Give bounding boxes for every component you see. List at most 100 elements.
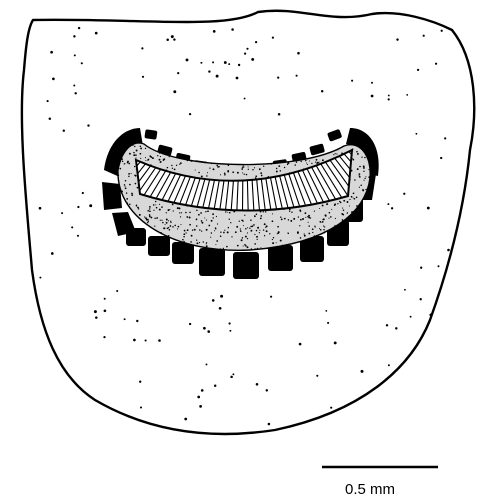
stipple-grain xyxy=(246,174,247,175)
stipple-grain xyxy=(289,211,290,212)
stipple-grain xyxy=(117,174,119,176)
stipple-grain xyxy=(247,238,248,239)
stipple-dot xyxy=(186,58,189,61)
stipple-dot xyxy=(447,249,450,252)
stipple-grain xyxy=(287,164,288,165)
stipple-dot xyxy=(73,85,75,87)
stipple-grain xyxy=(263,211,264,212)
stipple-grain xyxy=(145,160,146,161)
stipple-dot xyxy=(51,252,54,255)
stipple-grain xyxy=(307,164,308,165)
stipple-grain xyxy=(272,220,274,222)
stipple-grain xyxy=(227,212,228,213)
stipple-grain xyxy=(179,207,181,209)
stipple-dot xyxy=(94,310,97,313)
stipple-grain xyxy=(304,235,306,237)
stipple-grain xyxy=(231,236,232,237)
stipple-grain xyxy=(322,221,324,223)
stipple-dot xyxy=(219,307,222,310)
stipple-grain xyxy=(256,213,258,215)
stipple-dot xyxy=(213,30,216,33)
stipple-dot xyxy=(158,339,161,342)
stipple-grain xyxy=(161,220,162,221)
stipple-grain xyxy=(239,221,240,222)
stipple-dot xyxy=(145,339,147,341)
stipple-grain xyxy=(139,214,141,216)
stipple-grain xyxy=(168,227,169,228)
stipple-grain xyxy=(154,226,155,227)
stipple-grain xyxy=(265,211,266,212)
stipple-grain xyxy=(165,224,166,225)
stipple-grain xyxy=(196,210,197,211)
stipple-grain xyxy=(349,205,350,206)
stipple-grain xyxy=(265,227,266,228)
stipple-grain xyxy=(241,239,243,241)
stipple-dot xyxy=(246,48,248,50)
stipple-dot xyxy=(171,35,174,38)
stipple-grain xyxy=(184,230,186,232)
stipple-grain xyxy=(147,222,149,224)
stipple-grain xyxy=(316,163,317,164)
stipple-dot xyxy=(89,204,92,207)
stipple-grain xyxy=(357,168,359,170)
stipple-grain xyxy=(191,160,193,162)
stipple-dot xyxy=(327,322,329,324)
stipple-grain xyxy=(241,168,243,170)
stipple-grain xyxy=(322,159,324,161)
stipple-grain xyxy=(163,153,164,154)
stipple-grain xyxy=(148,221,149,222)
stipple-grain xyxy=(253,224,255,226)
stipple-grain xyxy=(145,157,146,158)
stipple-dot xyxy=(296,75,298,77)
stipple-grain xyxy=(212,217,213,218)
stipple-grain xyxy=(209,167,210,168)
stipple-dot xyxy=(423,35,425,37)
stipple-grain xyxy=(127,203,128,204)
stipple-grain xyxy=(359,166,361,168)
stipple-grain xyxy=(333,154,334,155)
stipple-grain xyxy=(224,230,225,231)
stipple-grain xyxy=(149,216,151,218)
stipple-grain xyxy=(196,219,197,220)
stipple-grain xyxy=(121,191,123,193)
stipple-dot xyxy=(334,341,337,344)
stipple-grain xyxy=(319,221,321,223)
stipple-grain xyxy=(190,241,192,243)
stipple-grain xyxy=(256,230,257,231)
stipple-grain xyxy=(297,231,299,233)
stipple-grain xyxy=(174,225,176,227)
stipple-grain xyxy=(194,229,196,231)
stipple-grain xyxy=(363,180,364,181)
stipple-grain xyxy=(206,220,207,221)
stipple-dot xyxy=(81,62,83,64)
stipple-grain xyxy=(300,237,302,239)
stipple-grain xyxy=(214,230,215,231)
stipple-grain xyxy=(353,192,355,194)
stipple-grain xyxy=(223,248,224,249)
stipple-grain xyxy=(359,173,361,175)
stipple-grain xyxy=(260,218,262,220)
stipple-grain xyxy=(135,175,137,177)
stipple-grain xyxy=(162,222,163,223)
stipple-grain xyxy=(353,197,354,198)
stipple-dot xyxy=(189,323,191,325)
stipple-dot xyxy=(82,192,84,194)
stipple-grain xyxy=(168,209,170,211)
stipple-dot xyxy=(124,318,126,320)
stipple-grain xyxy=(368,176,370,178)
stipple-grain xyxy=(334,225,335,226)
stipple-dot xyxy=(230,376,233,379)
stipple-grain xyxy=(360,184,362,186)
stipple-dot xyxy=(212,61,214,63)
stipple-grain xyxy=(220,235,222,237)
stipple-grain xyxy=(180,224,181,225)
stipple-dot xyxy=(228,63,230,65)
stipple-grain xyxy=(255,175,257,177)
stipple-dot xyxy=(244,98,246,100)
stipple-dot xyxy=(201,389,204,392)
stipple-grain xyxy=(198,172,200,174)
stipple-grain xyxy=(248,169,249,170)
stipple-grain xyxy=(163,159,165,161)
stipple-dot xyxy=(231,28,234,31)
stipple-dot xyxy=(255,41,257,43)
